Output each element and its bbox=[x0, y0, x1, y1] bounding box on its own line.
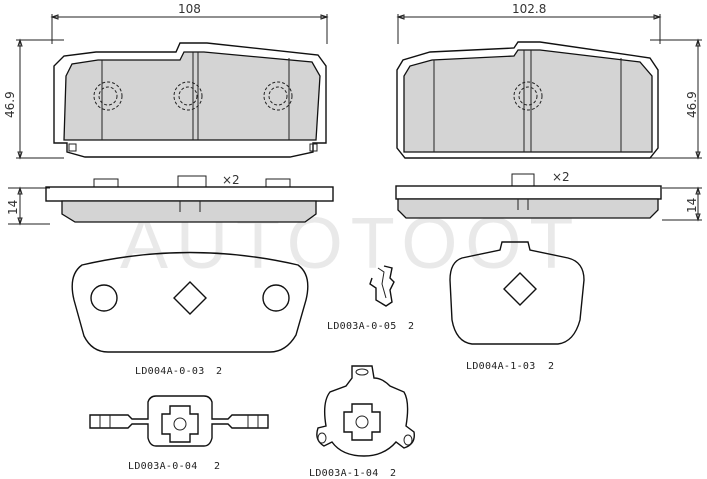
right-quantity-mark: ×2 bbox=[552, 170, 570, 184]
left-height-dimension: 46.9 bbox=[3, 91, 17, 118]
shim-ld003a-1-04: LD003A-1-04 2 bbox=[309, 365, 415, 479]
part-qty: 2 bbox=[390, 468, 396, 479]
left-thickness-dimension: 14 bbox=[6, 200, 20, 215]
left-quantity-mark: ×2 bbox=[222, 173, 240, 187]
shim-ld003a-0-04: LD003A-0-04 2 bbox=[89, 395, 269, 472]
clip-ld003a-0-05: LD003A-0-05 2 bbox=[327, 265, 414, 332]
part-qty: 2 bbox=[216, 366, 222, 377]
part-label: LD003A-0-05 bbox=[327, 321, 397, 332]
left-width-dimension: 108 bbox=[178, 2, 201, 16]
part-label: LD004A-0-03 bbox=[135, 366, 205, 377]
left-pad-side-view: 14 ×2 bbox=[6, 173, 334, 226]
part-label: LD004A-1-03 bbox=[466, 361, 536, 372]
shim-ld004a-0-03: LD004A-0-03 2 bbox=[71, 251, 309, 377]
part-label: LD003A-1-04 bbox=[309, 468, 379, 479]
right-thickness-dimension: 14 bbox=[685, 198, 699, 213]
part-label: LD003A-0-04 bbox=[128, 461, 198, 472]
left-pad-front-view: 108 46.9 bbox=[3, 2, 329, 160]
part-qty: 2 bbox=[214, 461, 220, 472]
right-pad-front-view: 102.8 46.9 bbox=[396, 2, 702, 160]
right-width-dimension: 102.8 bbox=[512, 2, 546, 16]
right-pad-side-view: 14 ×2 bbox=[395, 170, 702, 222]
part-qty: 2 bbox=[408, 321, 414, 332]
part-qty: 2 bbox=[548, 361, 554, 372]
shim-ld004a-1-03: LD004A-1-03 2 bbox=[449, 241, 585, 372]
right-height-dimension: 46.9 bbox=[685, 91, 699, 118]
